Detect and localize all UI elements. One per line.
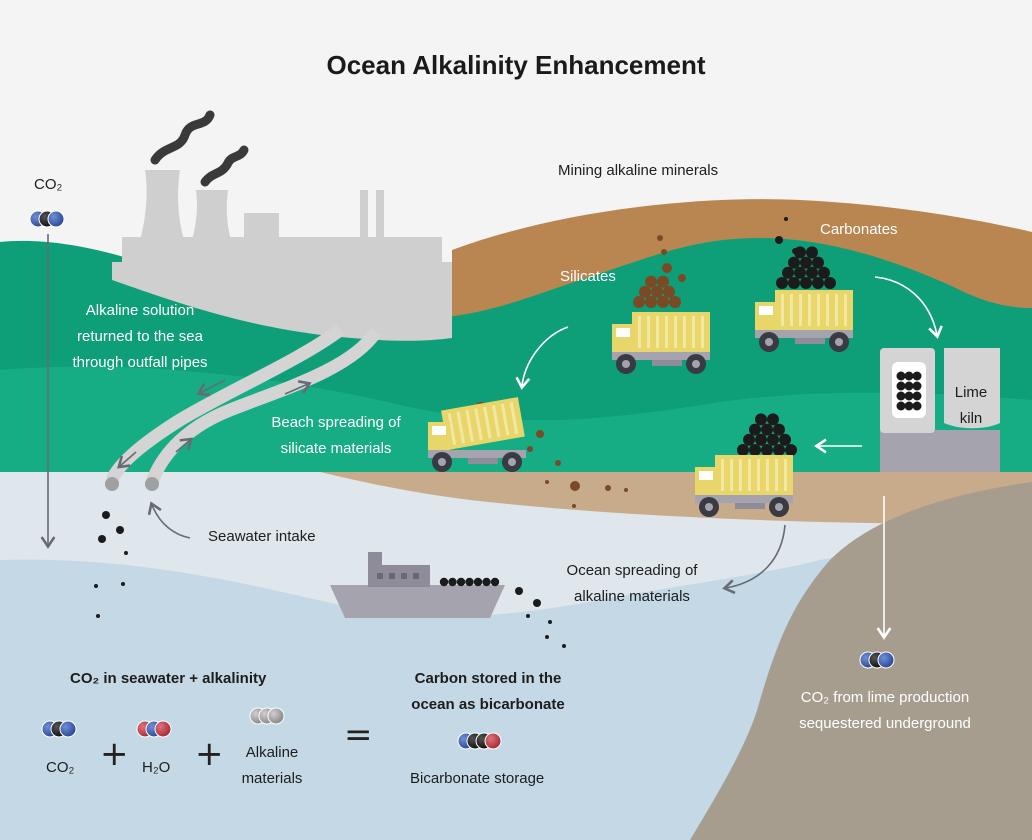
lime-kiln-label: Lime kiln: [954, 384, 988, 427]
ocean-spreading-truck: [695, 455, 793, 517]
ocean-carbonate-pile: [737, 413, 797, 456]
intake-arrow: [147, 501, 191, 539]
ship-cargo: [439, 577, 500, 587]
co2-label: CO₂: [34, 176, 63, 193]
beach-spreading-label: Beach spreading of silicate materials: [271, 414, 401, 457]
legend-alkaline-molecule-icon: [249, 707, 285, 725]
equation-title: CO₂ in seawater + alkalinity: [70, 670, 267, 687]
legend-alkaline-label: Alkaline materials: [241, 744, 303, 787]
seawater-intake-label: Seawater intake: [208, 528, 316, 545]
plus-sign-2: +: [195, 734, 224, 774]
result-title: Carbon stored in the ocean as bicarbonat…: [411, 670, 565, 713]
pipe-flow-arrows: [117, 379, 312, 469]
carbonates-label: Carbonates: [820, 221, 898, 238]
sand-beach: [320, 472, 1032, 524]
co2-lime-label: CO₂ from lime production sequestered und…: [799, 689, 971, 732]
ship: [330, 552, 505, 618]
carbonates-to-kiln-arrow: [874, 276, 943, 339]
page-title: Ocean Alkalinity Enhancement: [326, 50, 706, 80]
legend-h2o-label: H₂O: [142, 759, 171, 776]
ocean-spreading-arrow: [722, 524, 786, 595]
particles: [94, 217, 798, 648]
co2-sequestered-molecule-icon: [859, 651, 895, 669]
beach-spreading-truck: [428, 397, 526, 472]
kiln-carbonate-pile: [896, 371, 922, 411]
legend-co2-molecule-icon: [41, 720, 77, 738]
silicates-label: Silicates: [560, 268, 616, 285]
silicates-truck: [612, 312, 710, 374]
legend-h2o-molecule-icon: [136, 720, 172, 738]
silicates-to-beach-arrow: [515, 326, 569, 390]
co2-molecule-icon: [29, 210, 65, 228]
pipe-outlet-1: [105, 477, 119, 491]
silicate-pile: [633, 275, 681, 308]
mining-label: Mining alkaline minerals: [558, 162, 719, 179]
power-plant: [112, 170, 452, 341]
ocean-spreading-label: Ocean spreading of alkaline materials: [566, 562, 698, 605]
pipe-outlet-2: [145, 477, 159, 491]
bicarbonate-label: Bicarbonate storage: [410, 770, 545, 787]
legend-co2-label: CO₂: [46, 759, 75, 776]
carbonates-truck: [755, 290, 853, 352]
smoke-plume-1: [150, 110, 249, 187]
equals-sign: =: [344, 715, 373, 755]
alkaline-solution-label: Alkaline solution returned to the sea th…: [72, 302, 208, 371]
bicarbonate-molecule-icon: [457, 732, 502, 750]
plus-sign-1: +: [100, 734, 129, 774]
carbonate-pile: [776, 246, 836, 289]
